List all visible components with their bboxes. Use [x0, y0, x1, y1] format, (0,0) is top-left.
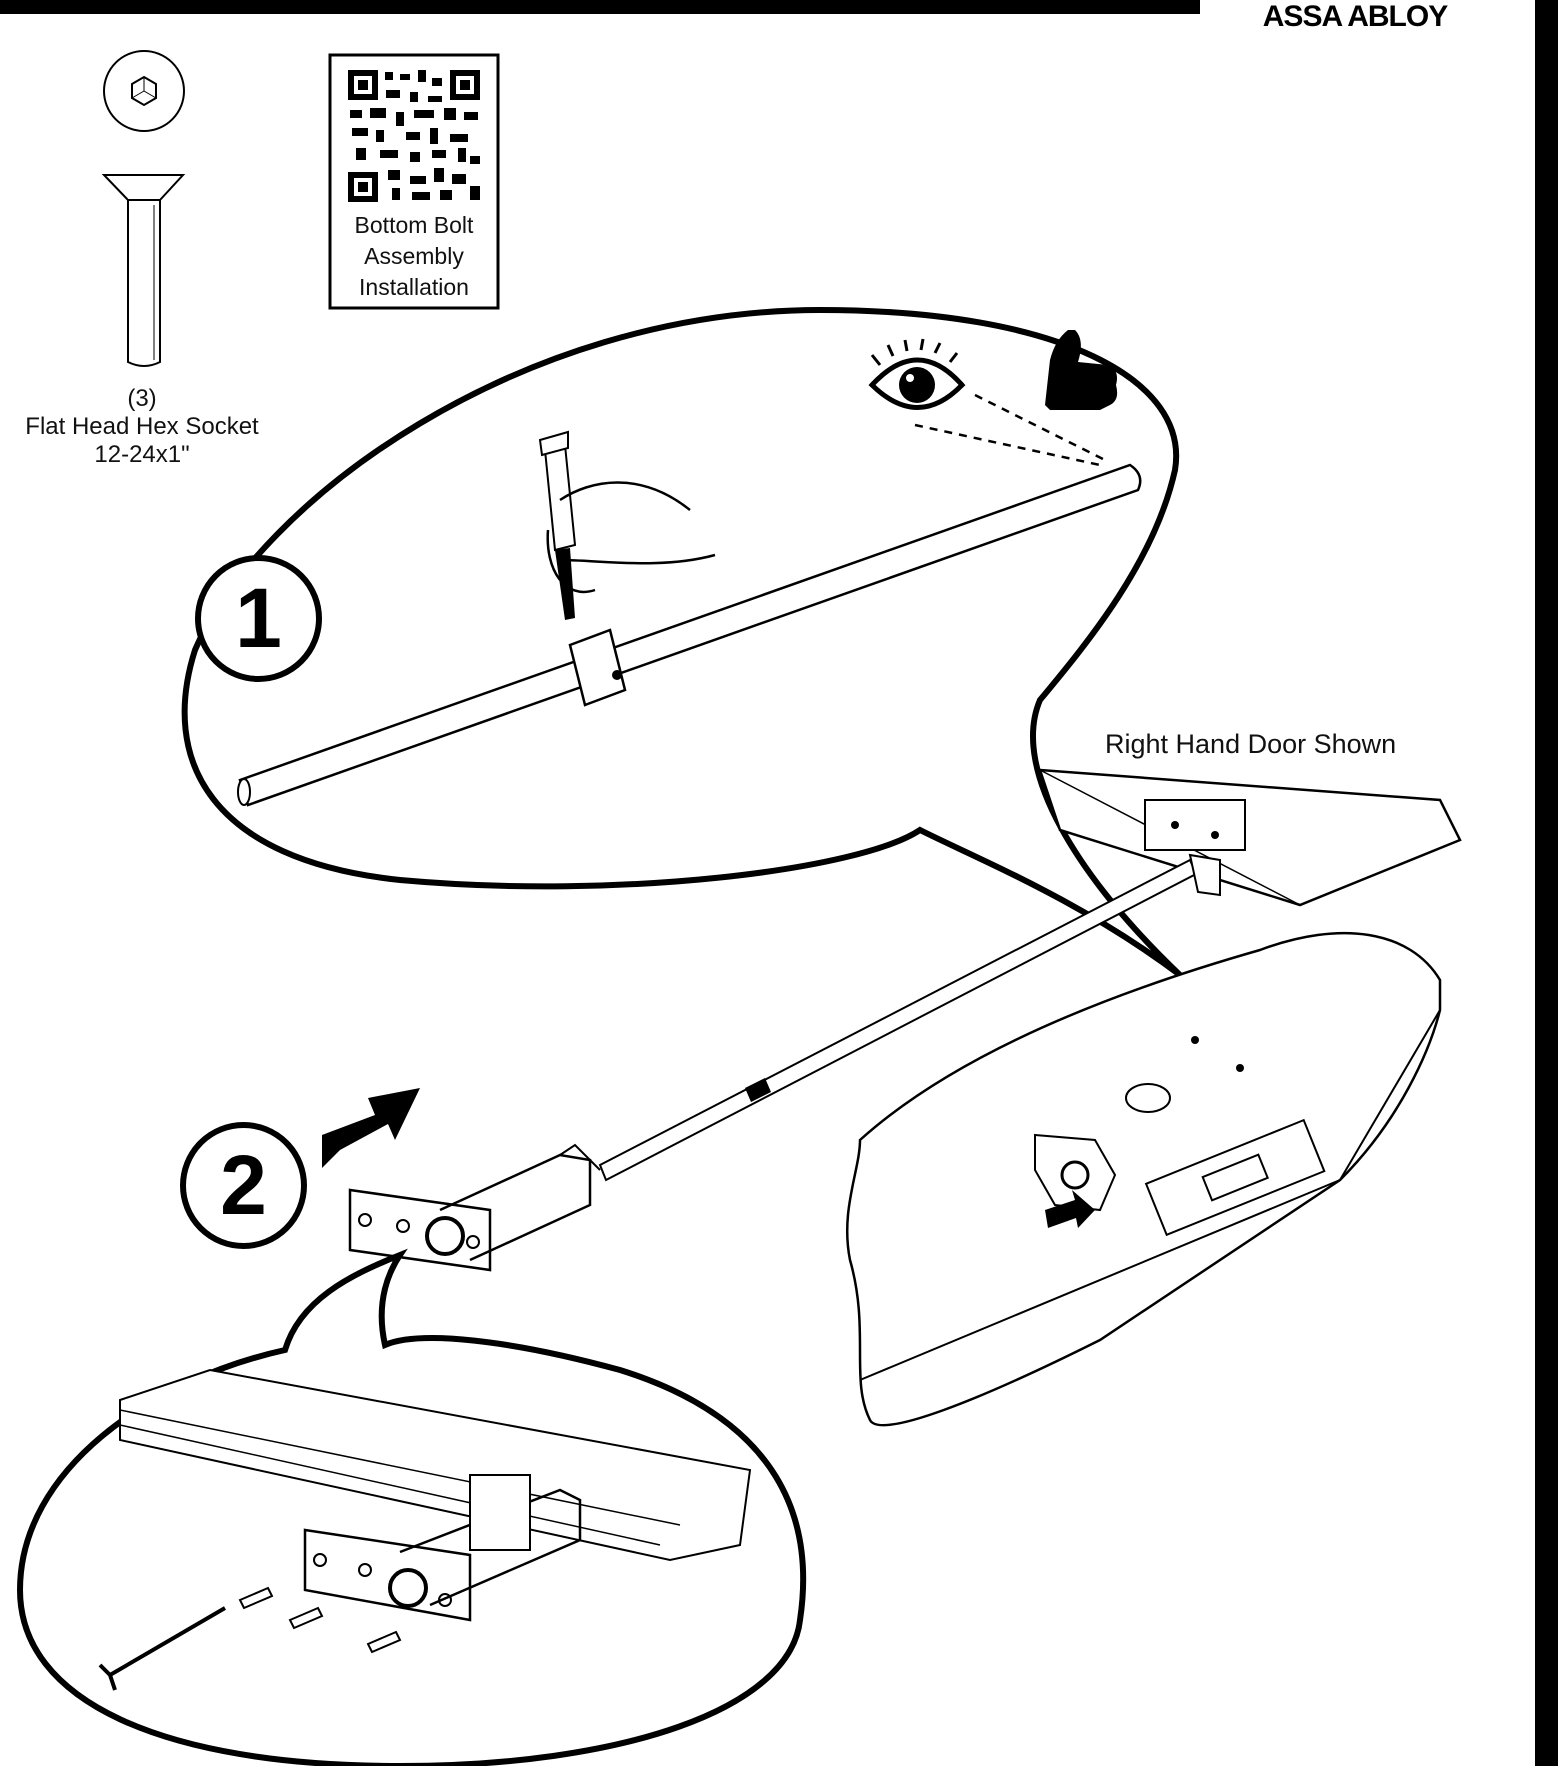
screw-name: Flat Head Hex Socket: [25, 413, 259, 440]
page-edge-bar: [1535, 0, 1558, 1766]
step-number-1: 1: [195, 555, 322, 682]
screw-quantity: (3): [127, 385, 157, 412]
qr-label-line-3: Installation: [359, 274, 469, 300]
thumbs-up-icon: [1045, 330, 1118, 410]
qr-code-icon: [348, 70, 480, 202]
screw-label: (3) Flat Head Hex Socket 12-24x1": [0, 385, 284, 469]
bolt-rod-detail: [237, 463, 1142, 807]
qr-label-line-2: Assembly: [364, 243, 464, 269]
screw-size: 12-24x1": [94, 441, 190, 468]
step-number-2: 2: [180, 1122, 307, 1249]
arrow-icon: [322, 1088, 420, 1168]
door-bottom-panel: [846, 931, 1442, 1427]
sight-line: [914, 393, 1106, 467]
marker-hand-icon: [538, 430, 716, 620]
arrow-icon: [1045, 1190, 1095, 1228]
door-orientation-note: Right Hand Door Shown: [1105, 729, 1397, 759]
header-bar: [0, 0, 1200, 14]
eye-icon: [868, 338, 966, 410]
hex-key-icon: [98, 1606, 227, 1691]
qr-card-label: Bottom Bolt Assembly Installation: [330, 210, 498, 303]
qr-label-line-1: Bottom Bolt: [354, 212, 474, 238]
brand-logo: ASSA ABLOY: [1262, 0, 1448, 33]
qr-card: [328, 53, 500, 310]
bracket-assembly: [348, 1143, 601, 1272]
door-edge-bottom-detail: [119, 1368, 752, 1622]
screw-set: [238, 1586, 402, 1654]
door-edge-right: [1038, 768, 1462, 907]
flush-bolt-rod: [598, 853, 1221, 1182]
screw-side-icon: [101, 174, 186, 367]
screw-head-icon: [103, 50, 185, 132]
